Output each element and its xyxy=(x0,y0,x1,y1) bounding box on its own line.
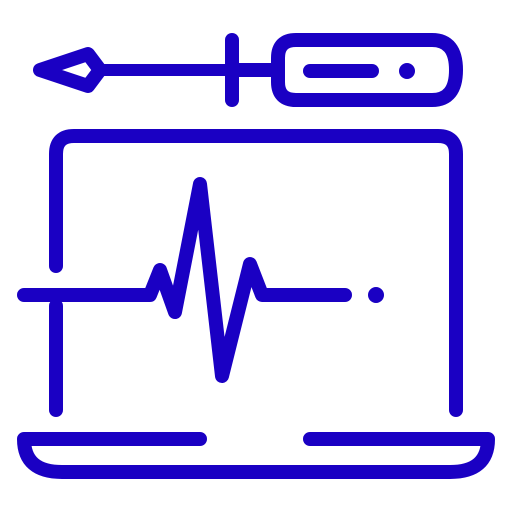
pulse-end-dot xyxy=(368,287,384,303)
pulse-line xyxy=(17,177,352,383)
screwdriver-handle xyxy=(225,33,463,107)
laptop-base xyxy=(17,432,495,479)
laptop-icon xyxy=(17,129,495,479)
heartbeat-pulse-icon xyxy=(17,177,384,383)
laptop-screen-frame xyxy=(49,129,463,417)
screwdriver-icon xyxy=(33,33,463,107)
screwdriver-tip xyxy=(33,47,107,93)
screwdriver-handle-dot xyxy=(399,63,415,79)
